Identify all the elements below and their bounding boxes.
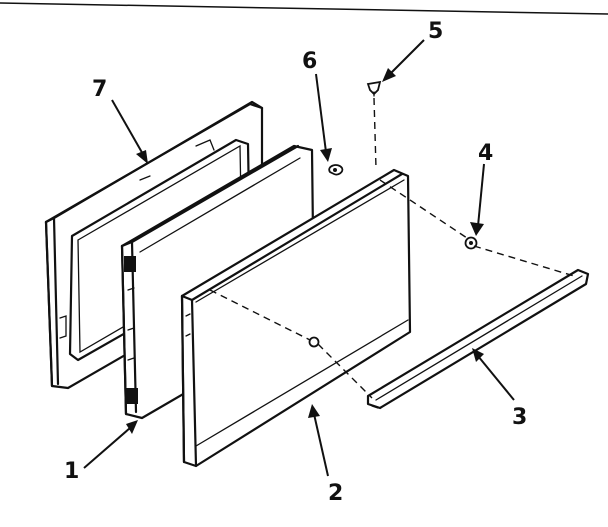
part-5-screw — [366, 80, 382, 97]
callout-5: 5 — [428, 19, 443, 44]
panel-screw-hole — [308, 336, 320, 348]
callout-2: 2 — [328, 481, 343, 506]
callout-labels: 7 6 5 4 3 2 1 — [64, 19, 527, 506]
callout-7: 7 — [92, 77, 107, 102]
part-6-clip — [328, 164, 344, 176]
hinge-block-top — [124, 256, 136, 272]
callout-4: 4 — [478, 141, 493, 166]
part-2-outer-panel — [180, 168, 412, 468]
top-rule — [0, 2, 608, 15]
assembly-lines — [209, 97, 575, 399]
part-4-spacer — [464, 236, 478, 250]
callout-1: 1 — [64, 459, 79, 484]
callout-leaders — [83, 39, 515, 477]
callout-6: 6 — [302, 49, 317, 74]
callout-3: 3 — [512, 405, 527, 430]
part-3-door-handle — [366, 268, 590, 410]
hinge-block-bottom — [126, 388, 138, 404]
